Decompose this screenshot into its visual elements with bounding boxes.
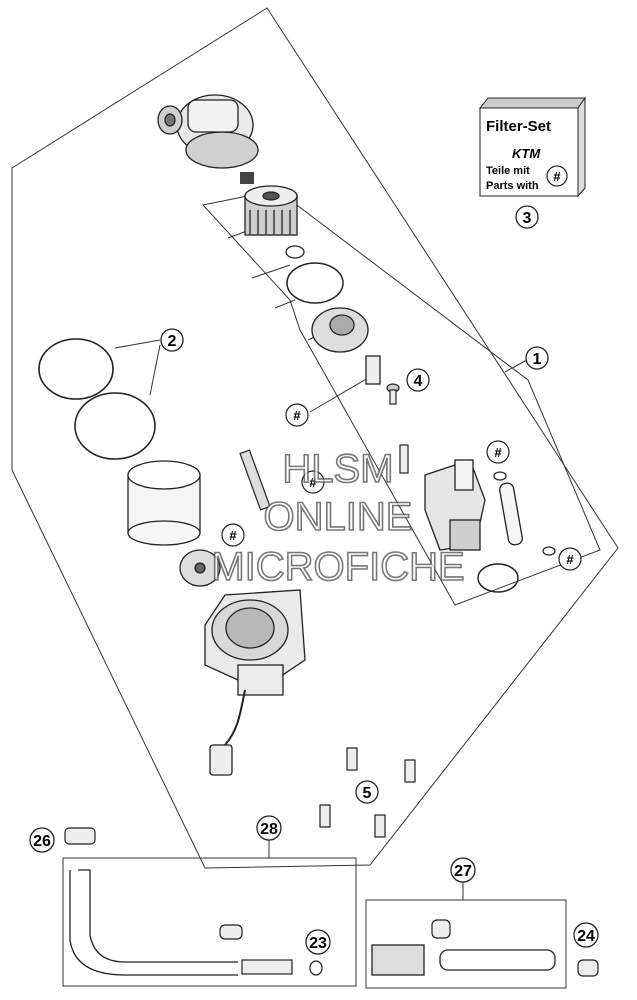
callout-24: 24 [573,922,599,948]
svg-text:5: 5 [363,785,372,802]
quick-connector [371,944,425,976]
fuel-filter [244,185,298,236]
callout-1: 1 [525,346,549,370]
fuel-hose [78,869,238,963]
svg-text:4: 4 [414,373,423,390]
svg-text:#: # [309,475,317,490]
svg-text:#: # [566,552,574,567]
pump-flange [204,589,306,696]
hose-fitting [241,959,293,975]
svg-text:28: 28 [260,821,278,838]
hose-clamp [219,924,243,940]
callout-28: 28 [256,815,282,841]
filter-set-line1: Teile mit [486,165,530,177]
spring [240,172,254,184]
tube-o-ring-bottom [542,546,556,556]
svg-text:#: # [494,445,502,460]
svg-text:26: 26 [33,833,51,850]
clamp-24 [577,959,599,977]
wire-connector [209,744,233,776]
svg-text:2: 2 [168,333,177,350]
watermark-line2: ONLINE [264,495,413,539]
pump-assembly-outline [11,7,619,869]
connector-kit-box [365,899,567,989]
callout-5: 5 [355,780,379,804]
ktm-logo: KTM [512,146,541,161]
pump-screw [399,444,409,474]
hash-marker: # [558,547,582,571]
hose-kit-box [62,857,357,987]
callout-2: 2 [160,328,184,352]
tank-o-ring-outer [74,392,156,460]
hash-marker: # [486,440,510,464]
hash-marker: # [285,403,309,427]
connector-hose [439,949,556,971]
connector-clamp [431,919,451,939]
screws-5 [319,747,416,838]
screw-4 [386,383,400,405]
svg-text:23: 23 [309,935,327,952]
clamp-26 [64,827,96,845]
sleeve [365,355,381,385]
filter-set-hash-circle [546,165,568,187]
callout-26: 26 [29,827,55,853]
svg-text:1: 1 [533,351,542,368]
fuel-pump-motor [424,459,486,551]
callout-23: 23 [305,929,331,955]
svg-text:24: 24 [577,928,595,945]
pressure-regulator [311,307,369,353]
hash-marker: # [301,470,325,494]
svg-text:#: # [229,528,237,543]
tube-o-ring-top [493,471,507,481]
fitting-o-ring [309,960,323,976]
filter-set-box [478,96,586,198]
wire-harness [224,689,246,746]
filter-set-title: Filter-Set [486,118,551,135]
watermark-line1: HLSM [282,447,393,491]
strainer [127,460,201,546]
filter-o-ring [286,262,344,304]
filter-set-hash: # [553,169,561,184]
impeller-cover [179,549,221,587]
small-o-ring [285,245,305,259]
bracket-plate [239,449,271,511]
callout-27: 27 [450,857,476,883]
hash-marker: # [221,523,245,547]
watermark-line3: MICROFICHE [211,545,464,589]
callout-4: 4 [406,368,430,392]
filter-set-line2: Parts with [486,180,539,192]
fuel-tube [499,482,523,546]
svg-text:3: 3 [523,210,532,227]
tank-o-ring-large [38,338,114,400]
svg-text:#: # [293,408,301,423]
callout-3: 3 [515,205,539,229]
sub-assembly-outline [202,189,601,606]
svg-text:27: 27 [454,863,472,880]
pump-seal-ring [477,563,519,593]
pump-head [157,94,259,169]
